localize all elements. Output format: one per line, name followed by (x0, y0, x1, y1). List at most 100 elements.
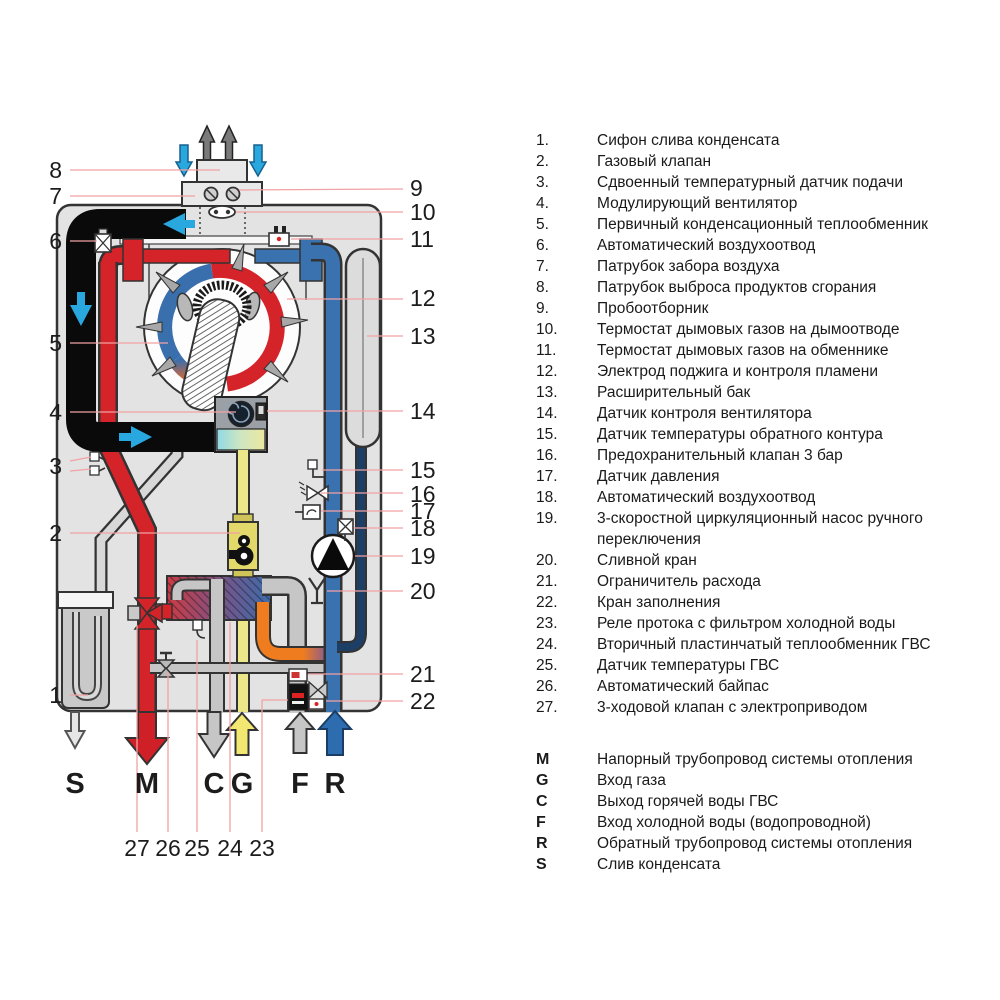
legend-item: 8.Патрубок выброса продуктов сгорания (536, 277, 988, 298)
callout-3: 3 (49, 453, 62, 479)
condensate-siphon (57, 591, 114, 709)
port-arrow-S (63, 711, 87, 751)
callout-15: 15 (410, 457, 436, 483)
expansion-tank-pipe (337, 440, 367, 653)
hx-cold-ring (157, 263, 214, 365)
legend-item-text: Патрубок выброса продуктов сгорания (597, 279, 877, 296)
callout-5: 5 (49, 330, 62, 356)
legend-item-text: Кран заполнения (597, 594, 721, 611)
callout-7: 7 (49, 183, 62, 209)
legend-item: 18.Автоматический воздухоотвод (536, 487, 988, 508)
air-intake-arrow-icon (248, 144, 268, 178)
callout-10: 10 (410, 199, 436, 225)
legend-item-text: Автоматический байпас (597, 678, 769, 695)
callout-numbers: 8 7 6 5 4 3 2 1 9 10 11 12 13 14 15 16 1… (49, 157, 436, 861)
supply-manifold (122, 238, 144, 282)
legend-item: 13. Расширительный бак (536, 382, 988, 403)
air-intake-duct (66, 209, 217, 452)
burner-cylinder (181, 298, 241, 412)
legend-item-number: 12. (536, 363, 558, 380)
legend-item-number: 23. (536, 615, 558, 632)
callout-26: 26 (155, 835, 181, 861)
port-legend-key: S (536, 856, 547, 873)
callout-12: 12 (410, 285, 436, 311)
callout-25: 25 (184, 835, 210, 861)
legend-item-text: Ограничитель расхода (597, 573, 761, 590)
air-flow-arrow-icon (131, 426, 152, 448)
supply-sensor-icon (89, 451, 106, 476)
callout-8: 8 (49, 157, 62, 183)
legend-item-text: Автоматический воздухоотвод (597, 489, 816, 506)
port-arrow-F (283, 711, 317, 754)
legend-item-text: Датчик контроля вентилятора (597, 405, 812, 422)
port-legend-key: M (536, 751, 550, 768)
legend-item: 14.Датчик контроля вентилятора (536, 403, 988, 424)
callout-13: 13 (410, 323, 436, 349)
legend-item: 19. 3-скоростной циркуляционный насос руч… (536, 508, 988, 550)
legend-item-text: Датчик давления (597, 468, 720, 485)
air-intake-arrow-icon (174, 144, 194, 178)
port-legend-key: F (536, 814, 546, 831)
legend-item: 23. Реле протока с фильтром холодной воды (536, 613, 988, 634)
air-intake-port (181, 181, 263, 207)
callout-17: 17 (410, 498, 436, 524)
legend-item: 9.Пробоотборник (536, 298, 988, 319)
legend-item: 7. Патрубок забора воздуха (536, 256, 988, 277)
port-letter-R: R (325, 768, 346, 800)
pressure-sensor-icon (295, 504, 321, 520)
flue-thermostat-icon (268, 226, 290, 247)
callout-1: 1 (49, 682, 62, 708)
legend-item: 22. Кран заполнения (536, 592, 988, 613)
expansion-tank (344, 247, 382, 449)
callout-27: 27 (124, 835, 150, 861)
fan-unit (214, 396, 268, 453)
heating-return-pipe (311, 242, 343, 712)
legend-item-text: Расширительный бак (597, 384, 751, 401)
legend-item-number: 20. (536, 552, 558, 569)
legend-item: 5.Первичный конденсационный теплообменни… (536, 214, 988, 235)
bypass-valve-icon (156, 659, 176, 671)
legend-item-number: 25. (536, 657, 558, 674)
port-letter-G: G (231, 768, 254, 800)
callout-14: 14 (410, 398, 436, 424)
legend-item-number: 22. (536, 594, 558, 611)
callout-6: 6 (49, 228, 62, 254)
legend-item: 6.Автоматический воздухоотвод (536, 235, 988, 256)
legend-item-number: 10. (536, 321, 558, 338)
legend-item: 10.Термостат дымовых газов на дымоотводе (536, 319, 988, 340)
flow-limiter-icon (288, 668, 308, 682)
port-letters: S M C G F R (65, 768, 345, 800)
port-arrow-M (123, 711, 171, 766)
legend-item: 24.Вторичный пластинчатый теплообменник … (536, 634, 988, 655)
legend-item-text: 3-скоростной циркуляционный насос ручног… (597, 510, 923, 548)
exhaust-arrow-icon (220, 124, 238, 161)
flue-assembly (174, 124, 268, 236)
legend-item-number: 3. (536, 174, 549, 191)
dhw-sensor-icon (192, 619, 203, 631)
port-legend-text: Слив конденсата (597, 856, 721, 873)
callout-4: 4 (49, 399, 62, 425)
return-sensor-icon (307, 459, 324, 478)
legend-item: 3.Сдвоенный температурный датчик подачи (536, 172, 988, 193)
sample-port-icon (208, 205, 236, 219)
legend-item-text: Патрубок забора воздуха (597, 258, 780, 275)
gas-valve (227, 513, 259, 578)
legend-item-number: 7. (536, 258, 549, 275)
air-vent-icon (94, 228, 112, 253)
legend-item-number: 2. (536, 153, 549, 170)
valve-actuator (127, 605, 141, 621)
leader-lines (69, 169, 404, 832)
legend-item: 17.Датчик давления (536, 466, 988, 487)
legend-item-number: 13. (536, 384, 558, 401)
legend-item-text: Реле протока с фильтром холодной воды (597, 615, 896, 632)
callout-21: 21 (410, 661, 436, 687)
legend-item-text: Электрод поджига и контроля пламени (597, 363, 878, 380)
legend-item-number: 1. (536, 132, 549, 149)
callout-16: 16 (410, 481, 436, 507)
air-flow-arrow-icon (163, 213, 185, 235)
legend-item-number: 9. (536, 300, 549, 317)
supply-header-pipe (130, 248, 231, 264)
legend-item-number: 19. (536, 510, 558, 527)
